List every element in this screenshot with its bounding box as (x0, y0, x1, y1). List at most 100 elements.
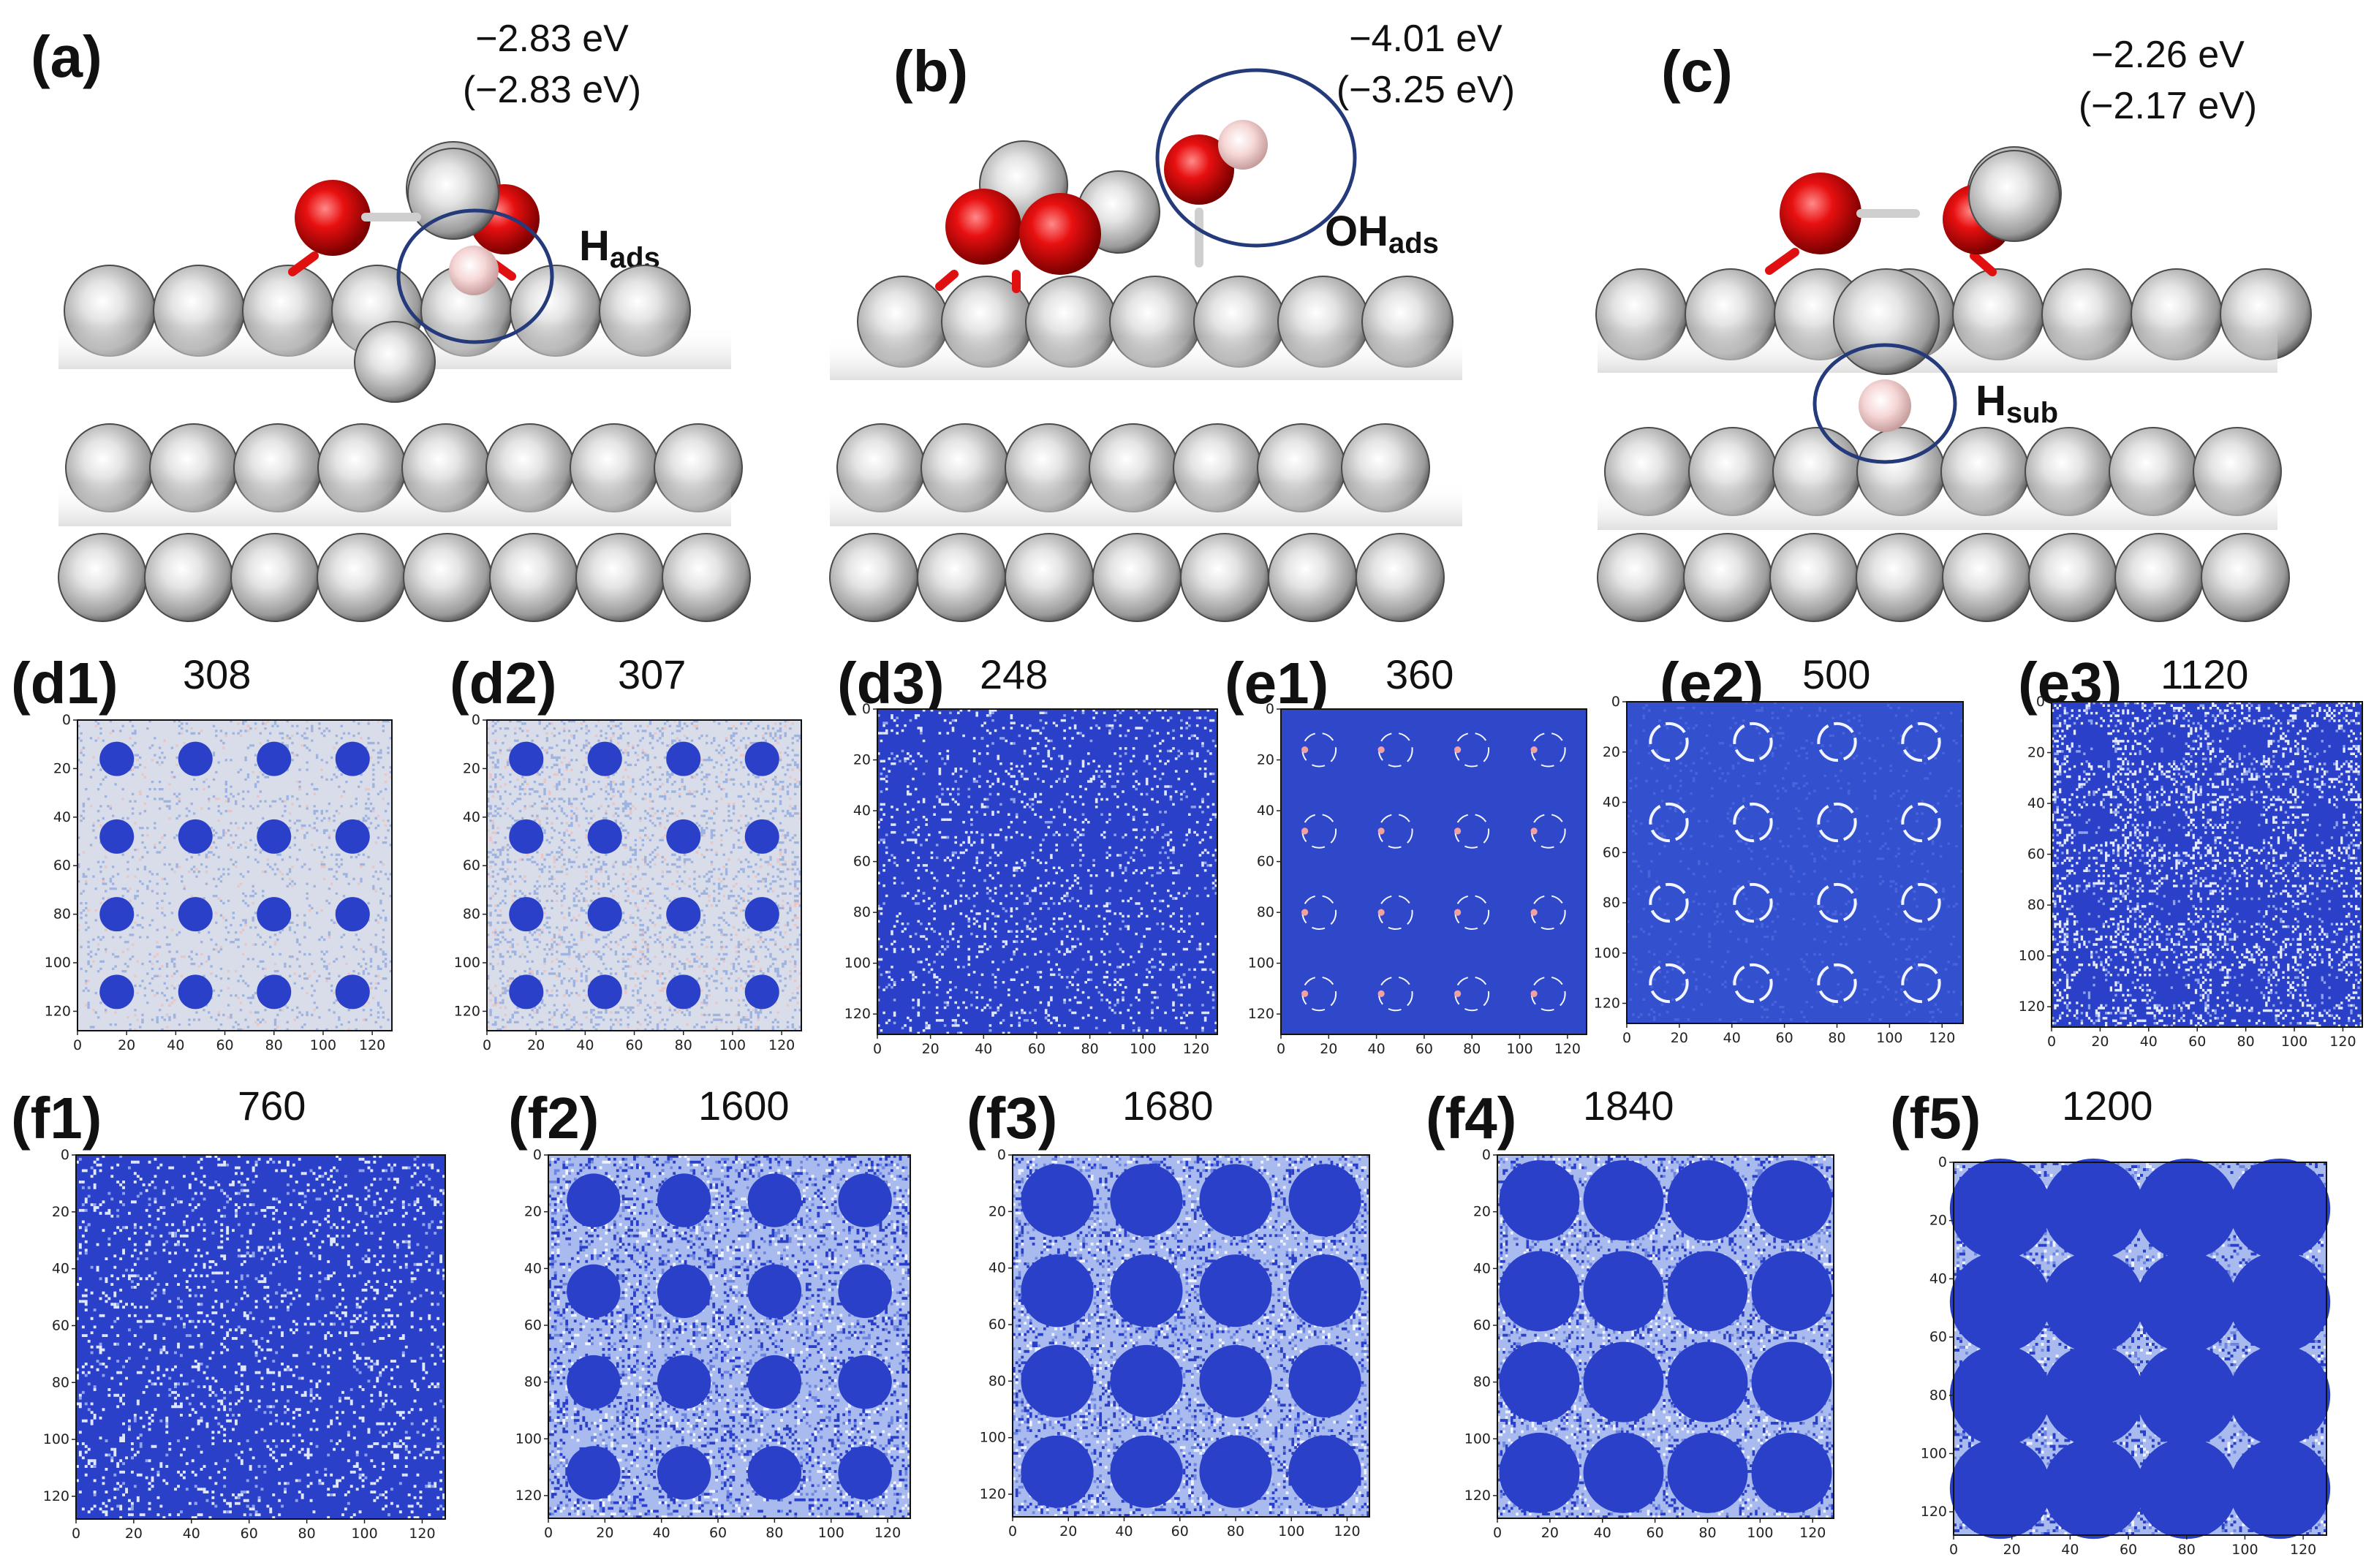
y-tick-label: 40 (988, 1260, 1006, 1276)
map-hole (1288, 1164, 1361, 1237)
map-ring (1733, 882, 1773, 923)
y-tick-label: 40 (2027, 795, 2045, 811)
map-dot (509, 741, 544, 776)
map-panel-label: (d2) (450, 651, 557, 716)
map-dot (587, 974, 622, 1010)
map-dot (666, 897, 701, 932)
map-hole (838, 1264, 892, 1319)
map-panel-label: (f2) (508, 1086, 600, 1151)
map-ring-highlight (1377, 746, 1385, 754)
energy-a-value: −2.83 eV (475, 18, 629, 60)
map-dot (587, 897, 622, 932)
map-hole (1667, 1251, 1748, 1332)
map-ring (1817, 963, 1857, 1004)
y-tick-label: 40 (853, 803, 871, 819)
y-tick-label: 20 (524, 1204, 542, 1220)
x-tick-label: 0 (1949, 1542, 1958, 1558)
map-frame (877, 708, 1218, 1035)
map-dot (99, 974, 135, 1010)
map-frame (1280, 708, 1587, 1035)
map-dot (99, 741, 135, 776)
map-hole (1110, 1344, 1183, 1417)
map-dot (257, 974, 292, 1010)
highlight-circle-b (1155, 68, 1357, 248)
x-tick-label: 40 (167, 1037, 184, 1053)
y-tick-label: 60 (2027, 847, 2045, 863)
map-ring-highlight (1454, 827, 1462, 835)
y-tick-label: 120 (454, 1003, 480, 1019)
y-tick-label: 60 (1257, 854, 1274, 870)
x-tick-label: 60 (1776, 1030, 1793, 1046)
metal-atom (575, 533, 665, 622)
map-bridge (1982, 1162, 2018, 1256)
map-bridge (2262, 1349, 2298, 1442)
map-panel-label: (f4) (1426, 1086, 1517, 1151)
map-hole (657, 1355, 711, 1409)
species-c-sub: sub (2006, 397, 2059, 429)
y-tick-label: 100 (1464, 1431, 1491, 1447)
metal-atom (1092, 533, 1182, 622)
y-tick-label: 120 (1921, 1504, 1947, 1520)
x-tick-label: 20 (1059, 1523, 1077, 1539)
y-tick-label: 60 (988, 1317, 1006, 1333)
map-hole (567, 1446, 621, 1500)
x-tick-label: 20 (596, 1525, 613, 1541)
y-tick-label: 0 (1266, 701, 1274, 717)
map-hole (1583, 1432, 1664, 1513)
map-hole (1288, 1435, 1361, 1508)
map-hole (1021, 1254, 1094, 1328)
map-hole (1751, 1341, 1832, 1423)
metal-atom (1769, 533, 1859, 622)
map-hole (1751, 1432, 1832, 1513)
y-tick-label: 100 (45, 955, 71, 971)
map-frame (1626, 701, 1964, 1024)
x-tick-label: 60 (2188, 1034, 2206, 1050)
x-tick-label: 0 (73, 1037, 82, 1053)
map-hole (1667, 1432, 1748, 1513)
map-panel-label: (f1) (11, 1086, 102, 1151)
metal-atom (1005, 533, 1094, 622)
y-tick-label: 20 (53, 760, 71, 776)
map-panel-value: 308 (183, 651, 252, 697)
map-bridge (2169, 1255, 2204, 1349)
noise-speckle-pixels (1954, 1162, 2326, 1535)
map-panel-value: 1120 (2161, 651, 2249, 697)
y-tick-label: 100 (1248, 955, 1274, 972)
y-tick-label: 80 (1603, 895, 1620, 911)
map-ring (1733, 802, 1773, 843)
x-tick-label: 120 (768, 1037, 795, 1053)
map-frame (548, 1154, 911, 1519)
map-bridge (2262, 1255, 2298, 1349)
slab-shadow (830, 482, 1462, 526)
bond (1970, 251, 1997, 276)
noise-speckle-pixels (1954, 1162, 2326, 1535)
map-hole (747, 1173, 802, 1227)
map-ring-highlight (1530, 990, 1538, 997)
map-bridge (2076, 1349, 2112, 1442)
map-dot (335, 819, 370, 854)
y-tick-label: 20 (853, 752, 871, 768)
map-ring-highlight (1377, 909, 1385, 916)
map-hole (1199, 1254, 1272, 1328)
map-ring (1649, 882, 1689, 923)
y-tick-label: 80 (2027, 897, 2045, 913)
x-tick-label: 60 (2120, 1542, 2137, 1558)
slab-shadow (830, 336, 1462, 380)
map-panel-label: (f3) (967, 1086, 1058, 1151)
metal-atom (662, 533, 751, 622)
map-hole (657, 1446, 711, 1500)
map-ring (1817, 802, 1857, 843)
map-ring (1649, 963, 1689, 1004)
map-ring-highlight (1530, 909, 1538, 916)
y-tick-label: 40 (524, 1260, 542, 1276)
x-tick-label: 80 (765, 1525, 783, 1541)
map-frame (1497, 1154, 1834, 1519)
map-panel-label: (d3) (837, 651, 945, 716)
y-tick-label: 20 (1257, 752, 1274, 768)
map-ring (1649, 802, 1689, 843)
